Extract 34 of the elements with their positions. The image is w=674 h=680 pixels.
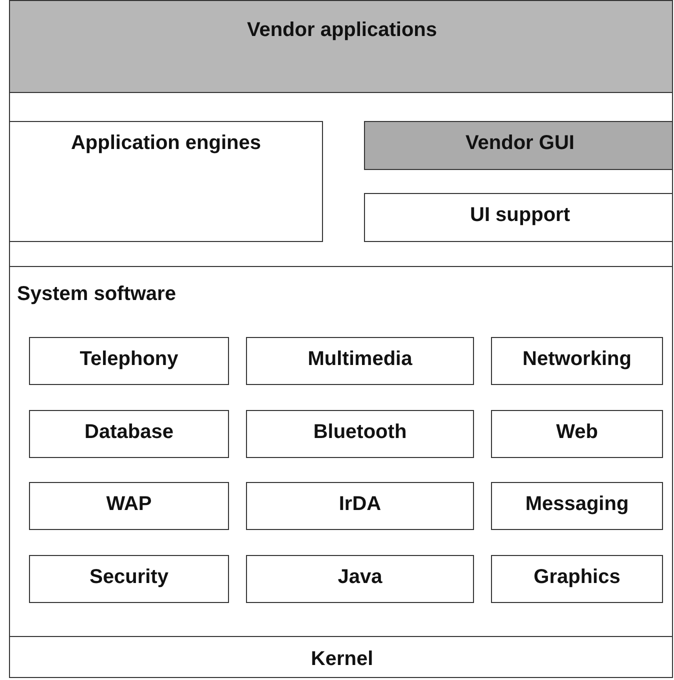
component-box <box>29 555 229 603</box>
component-box <box>491 337 663 385</box>
component-box <box>10 121 323 242</box>
component-box <box>364 121 672 170</box>
component-box <box>364 193 672 242</box>
layer-band <box>10 1 672 93</box>
component-label: Graphics <box>534 566 620 588</box>
component-box <box>246 410 474 458</box>
component-box <box>29 410 229 458</box>
component-label: Networking <box>522 348 632 370</box>
layer-label: Kernel <box>310 648 374 670</box>
component-box <box>246 482 474 530</box>
component-box <box>246 555 474 603</box>
component-label: Application engines <box>70 132 262 154</box>
component-label: UI support <box>470 204 570 226</box>
component-box <box>29 482 229 530</box>
layer-label: Vendor applications <box>246 19 438 41</box>
component-label: Web <box>556 421 598 443</box>
component-label: Java <box>338 566 382 588</box>
component-label: Telephony <box>80 348 178 370</box>
layer-label: System software <box>17 283 176 305</box>
component-box <box>491 555 663 603</box>
component-label: WAP <box>106 493 152 515</box>
component-label: IrDA <box>338 493 382 515</box>
component-label: Messaging <box>525 493 629 515</box>
component-label: Database <box>84 421 174 443</box>
component-box <box>29 337 229 385</box>
component-label: Vendor GUI <box>466 132 574 154</box>
component-label: Multimedia <box>308 348 412 370</box>
component-label: Bluetooth <box>313 421 407 443</box>
component-box <box>246 337 474 385</box>
component-box <box>491 410 663 458</box>
component-label: Security <box>90 566 168 588</box>
component-box <box>491 482 663 530</box>
